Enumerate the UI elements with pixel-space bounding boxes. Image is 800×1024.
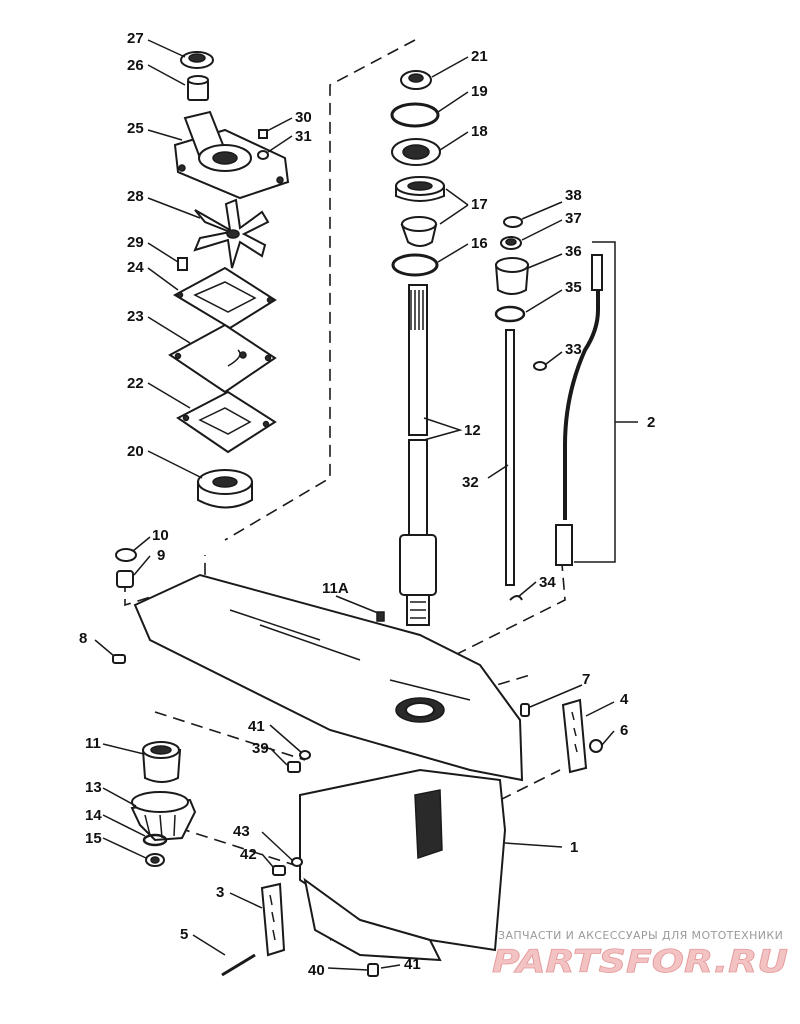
callout-13: 13 — [85, 779, 102, 796]
part-37-seal — [500, 236, 522, 250]
part-9-bushing — [116, 570, 134, 588]
callout-36: 36 — [565, 243, 582, 260]
callout-35: 35 — [565, 279, 582, 296]
callout-17: 17 — [471, 196, 488, 213]
part-16-shim — [391, 253, 439, 277]
callout-41-lower: 41 — [404, 956, 421, 973]
part-12-driveshaft — [399, 284, 437, 626]
callout-3: 3 — [216, 884, 224, 901]
callout-10: 10 — [152, 527, 169, 544]
part-31-washer — [257, 150, 269, 160]
part-27-seal — [180, 51, 214, 69]
part-15-nut — [145, 853, 165, 867]
part-11a-plug — [376, 611, 385, 622]
callout-18: 18 — [471, 123, 488, 140]
part-43-washer — [291, 857, 303, 867]
callout-labels: 27 26 25 30 31 28 29 24 23 22 20 10 9 8 … — [79, 30, 655, 979]
part-35-o-ring — [494, 305, 526, 323]
part-29-key — [177, 257, 188, 271]
callout-22: 22 — [127, 375, 144, 392]
part-8-screw — [112, 654, 126, 664]
callout-19: 19 — [471, 83, 488, 100]
part-38-washer — [503, 216, 523, 228]
callout-9: 9 — [157, 547, 165, 564]
callout-41-upper: 41 — [248, 718, 265, 735]
part-28-impeller — [193, 198, 270, 269]
callout-28: 28 — [127, 188, 144, 205]
callout-leader-lines — [94, 39, 638, 971]
part-23-face-plate — [168, 323, 277, 394]
callout-5: 5 — [180, 926, 188, 943]
callout-31: 31 — [295, 128, 312, 145]
callout-11: 11 — [85, 735, 101, 752]
part-5-screw — [221, 953, 256, 977]
callout-15: 15 — [85, 830, 102, 847]
callout-24: 24 — [127, 259, 144, 276]
callout-16: 16 — [471, 235, 488, 252]
callout-20: 20 — [127, 443, 144, 460]
callout-11a: 11A — [322, 580, 349, 597]
callout-37: 37 — [565, 210, 582, 227]
callout-21: 21 — [471, 48, 488, 65]
callout-27: 27 — [127, 30, 144, 47]
callout-1: 1 — [570, 839, 578, 856]
part-6-nut — [589, 739, 603, 753]
part-18-retainer — [391, 138, 441, 166]
callout-38: 38 — [565, 187, 582, 204]
part-26-sleeve — [187, 75, 209, 101]
callout-25: 25 — [127, 120, 144, 137]
part-7-plug — [520, 703, 530, 717]
callout-39: 39 — [252, 740, 269, 757]
part-20-pump-base — [197, 469, 253, 509]
part-2-speedometer-tube — [555, 254, 603, 566]
part-24-gasket — [172, 266, 277, 330]
callout-40: 40 — [308, 962, 325, 979]
part-41-washer — [299, 750, 311, 760]
part-3-trim-tab — [260, 882, 286, 957]
callout-14: 14 — [85, 807, 102, 824]
part-17-bearing — [395, 176, 445, 247]
part-34-clip — [509, 595, 523, 601]
callout-2: 2 — [647, 414, 655, 431]
callout-6: 6 — [620, 722, 628, 739]
part-32-shift-shaft — [505, 329, 515, 586]
part-14-washer — [142, 833, 168, 847]
callout-29: 29 — [127, 234, 144, 251]
callout-33: 33 — [565, 341, 582, 358]
part-19-o-ring — [390, 102, 440, 128]
callout-34: 34 — [539, 574, 556, 591]
callout-42: 42 — [240, 846, 257, 863]
part-21-seal-carrier — [400, 70, 432, 90]
watermark-brand: PARTSFOR.RU — [492, 944, 788, 980]
watermark-tagline: ЗАПЧАСТИ И АКСЕССУАРЫ ДЛЯ МОТОТЕХНИКИ — [498, 929, 783, 942]
part-11-bearing — [141, 741, 182, 783]
callout-23: 23 — [127, 308, 144, 325]
callout-12: 12 — [464, 422, 481, 439]
callout-30: 30 — [295, 109, 312, 126]
part-36-shift-bushing — [494, 257, 530, 295]
callout-26: 26 — [127, 57, 144, 74]
part-40-screw — [367, 963, 379, 977]
part-10-washer — [115, 548, 137, 562]
part-33-clip — [533, 361, 547, 371]
part-1-gear-housing — [133, 573, 524, 962]
part-13-pinion-gear — [130, 791, 197, 842]
callout-7: 7 — [582, 671, 590, 688]
callout-8: 8 — [79, 630, 87, 647]
callout-4: 4 — [620, 691, 629, 708]
callout-43: 43 — [233, 823, 250, 840]
part-39-screw — [287, 761, 301, 773]
part-4-anode — [561, 698, 588, 774]
part-22-gasket — [176, 390, 277, 454]
watermark: ЗАПЧАСТИ И АКСЕССУАРЫ ДЛЯ МОТОТЕХНИКИ PA… — [492, 929, 789, 980]
callout-32: 32 — [462, 474, 479, 491]
part-42-screw — [272, 865, 286, 876]
part-30-screw — [258, 129, 268, 139]
part-25-pump-housing — [173, 110, 290, 200]
